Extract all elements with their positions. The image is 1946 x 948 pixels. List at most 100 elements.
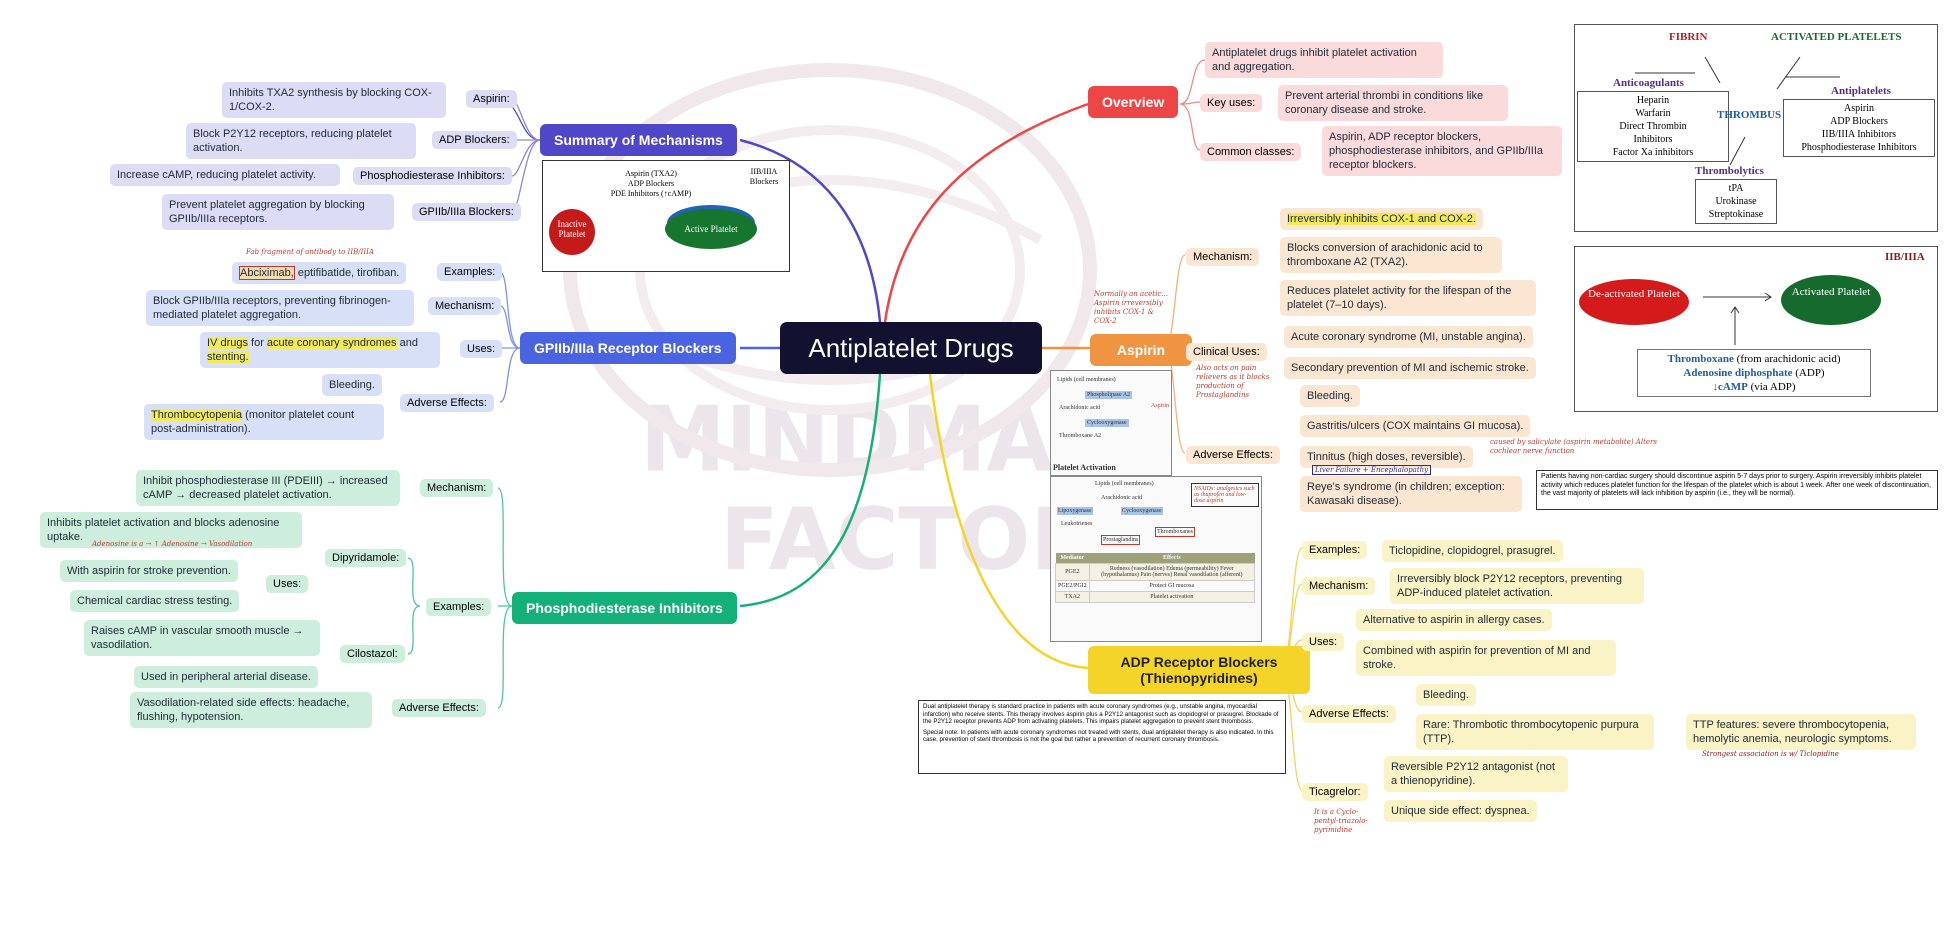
pde-adverse-effects-label: Adverse Effects: [392, 699, 486, 717]
mediator-camp-name: ↓cAMP [1712, 381, 1748, 393]
pg-header-effects: Effects [1163, 555, 1181, 561]
dapt-note-text: Dual antiplatelet therapy is standard pr… [923, 703, 1279, 726]
pde-examples-label: Examples: [426, 598, 492, 616]
antiplat-2: ADP Blockers [1830, 116, 1888, 127]
summary-aspirin-label: Aspirin: [466, 90, 517, 108]
thrombus-arrows-icon [1635, 56, 1840, 166]
pde-ae-text: Vasodilation-related side effects: heada… [130, 692, 372, 728]
iib-iiia-receptor-label: IIB/IIIA [1885, 251, 1925, 263]
antiplatelets-title: Antiplatelets [1831, 85, 1891, 97]
ticagrelor-2: Unique side effect: dyspnea. [1384, 800, 1537, 822]
dipyridamole-use-1: With aspirin for stroke prevention. [60, 560, 238, 582]
branch-gpiib-iiia-blockers[interactable]: GPIIb/IIIa Receptor Blockers [520, 332, 736, 364]
ticagrelor-label: Ticagrelor: [1302, 783, 1368, 801]
dapt-note-box: Dual antiplatelet therapy is standard pr… [918, 700, 1286, 774]
adp-ae-ttp: Rare: Thrombotic thrombocytopenic purpur… [1416, 714, 1654, 750]
pathway-title: Platelet Activation [1053, 463, 1116, 472]
reye-note: Liver Failure + Encephalopathy [1312, 465, 1432, 475]
pg-row-1-e: Redness (vasodilation) Edema (permeabili… [1088, 563, 1256, 581]
branch-summary-of-mechanisms[interactable]: Summary of Mechanisms [540, 124, 737, 156]
pg-lab-1: Lipids (cell membranes) [1095, 481, 1154, 487]
pg-row-2-e: Protect GI mucosa [1088, 580, 1256, 592]
aspirin-ae-reye: Reye's syndrome (in children; exception:… [1300, 476, 1522, 512]
overview-key-uses-text: Prevent arterial thrombi in conditions l… [1278, 85, 1508, 121]
cilostazol-text: Raises cAMP in vascular smooth muscle → … [84, 620, 320, 656]
thrombus-panel: FIBRIN ACTIVATED PLATELETS Anticoagulant… [1574, 24, 1938, 232]
aspirin-ae-gastritis: Gastritis/ulcers (COX maintains GI mucos… [1300, 415, 1531, 437]
pg-lab-4: Cyclooxygenase [1121, 507, 1163, 515]
pathway-step-3: Arachidonic acid [1059, 405, 1101, 411]
pg-lab-5: Leukotrienes [1061, 521, 1093, 527]
inactive-platelet: Inactive Platelet [549, 209, 595, 255]
anticoag-4: Inhibitors [1633, 134, 1673, 145]
summary-adp-label: ADP Blockers: [432, 131, 517, 149]
pathway-step-2: Phospholipase A2 [1085, 391, 1133, 399]
fig-drug-1: Aspirin (TXA2) [625, 169, 677, 178]
abciximab-highlight: Abciximab, [239, 266, 295, 280]
gp-mechanism-text: Block GPIIb/IIIa receptors, preventing f… [146, 290, 414, 326]
fibrin-label: FIBRIN [1669, 31, 1708, 43]
antiplatelets-list: Aspirin ADP Blockers IIB/IIIA Inhibitors… [1783, 99, 1935, 157]
adp-use-1: Alternative to aspirin in allergy cases. [1356, 609, 1552, 631]
anticoag-3: Direct Thrombin [1619, 121, 1687, 132]
pg-row-1-m: PGE2 [1055, 563, 1090, 581]
aspirin-mech-1-text: Irreversibly inhibits COX-1 and COX-2. [1287, 213, 1476, 225]
adp-adverse-effects-label: Adverse Effects: [1302, 705, 1396, 723]
antiplat-4: Phosphodiesterase Inhibitors [1801, 142, 1917, 153]
anticoagulants-list: Heparin Warfarin Direct Thrombin Inhibit… [1577, 91, 1729, 162]
branch-overview[interactable]: Overview [1088, 86, 1179, 118]
pg-lab-2: Arachidonic acid [1101, 495, 1143, 501]
uses-and: and [396, 337, 418, 349]
mediator-camp: ↓cAMP (via ADP) [1638, 380, 1870, 394]
thrombolytic-3: Streptokinase [1708, 209, 1764, 220]
dipyridamole-use-2: Chemical cardiac stress testing. [70, 590, 240, 612]
thrombolytics-title: Thrombolytics [1695, 165, 1764, 177]
pg-note: NSAIDs: analgesics such as ibuprofen and… [1191, 483, 1259, 507]
ticagrelor-note: It is a Cyclo-pentyl-triazolo-pyrimidine [1314, 808, 1368, 834]
fig-drug-2: ADP Blockers [627, 179, 675, 188]
thrombolytic-2: Urokinase [1715, 196, 1757, 207]
aspirin-use-1: Acute coronary syndrome (MI, unstable an… [1284, 326, 1533, 348]
overview-classes-label: Common classes: [1200, 143, 1302, 161]
gp-uses-text: IV drugs for acute coronary syndromes an… [200, 332, 440, 368]
antiplat-3: IIB/IIIA Inhibitors [1821, 129, 1897, 140]
adp-ae-bleeding: Bleeding. [1416, 684, 1476, 706]
adp-use-2: Combined with aspirin for prevention of … [1356, 640, 1616, 676]
pg-row-2-m: PGE2/PGI2 [1055, 580, 1090, 592]
gp-ae-bleeding: Bleeding. [322, 374, 382, 396]
summary-pde-label: Phosphodiesterase Inhibitors: [353, 167, 512, 185]
branch-aspirin[interactable]: Aspirin [1090, 334, 1192, 366]
activation-mediators: Thromboxane (from arachidonic acid) Aden… [1637, 349, 1871, 397]
pathway-step-1: Lipids (cell membranes) [1057, 377, 1116, 383]
pde-mechanism-text: Inhibit phosphodiesterase III (PDEIII) →… [136, 470, 400, 506]
ttp-features: TTP features: severe thrombocytopenia, h… [1686, 714, 1916, 750]
aspirin-use-2: Secondary prevention of MI and ischemic … [1284, 357, 1536, 379]
adp-mechanism-text: Irreversibly block P2Y12 receptors, prev… [1390, 568, 1644, 604]
thrombus-label: THROMBUS [1717, 109, 1782, 121]
dipyridamole-text: Inhibits platelet activation and blocks … [40, 512, 302, 548]
mediator-thromboxane-desc: (from arachidonic acid) [1733, 353, 1841, 365]
pg-lab-3: Lipoxygenase [1057, 507, 1093, 515]
thrombocytopenia-highlight: Thrombocytopenia [151, 409, 243, 421]
mediator-thromboxane-name: Thromboxane [1667, 353, 1734, 365]
branch-phosphodiesterase-inhibitors[interactable]: Phosphodiesterase Inhibitors [512, 592, 737, 624]
thrombolytic-1: tPA [1728, 183, 1744, 194]
gp-examples-label: Examples: [437, 263, 503, 281]
platelet-activation-pathway: Lipids (cell membranes) Phospholipase A2… [1050, 370, 1172, 476]
activation-arrows-icon [1703, 292, 1772, 345]
dipyridamole-note: Adenosine is a → ↑ Adenosine → Vasodilat… [92, 540, 253, 548]
pathway-drug: Aspirin [1151, 403, 1169, 409]
thrombolytics-list: tPA Urokinase Streptokinase [1695, 179, 1777, 224]
adp-examples-label: Examples: [1302, 541, 1368, 559]
pde-mechanism-label: Mechanism: [420, 479, 494, 497]
summary-pde-text: Increase cAMP, reducing platelet activit… [110, 164, 340, 186]
branch-adp-receptor-blockers[interactable]: ADP Receptor Blockers (Thienopyridines) [1088, 646, 1310, 694]
activated-platelets-label: ACTIVATED PLATELETS [1771, 31, 1902, 43]
fig-receptor-label: IIB/IIIA Blockers [749, 167, 779, 186]
tinnitus-note: caused by salicylate (aspirin metabolite… [1490, 438, 1657, 455]
prostaglandin-table-figure: Lipids (cell membranes) Arachidonic acid… [1050, 476, 1262, 642]
pg-row-3-e: Platelet activation [1088, 591, 1256, 603]
central-topic[interactable]: Antiplatelet Drugs [780, 322, 1042, 374]
anticoagulants-title: Anticoagulants [1613, 77, 1684, 89]
